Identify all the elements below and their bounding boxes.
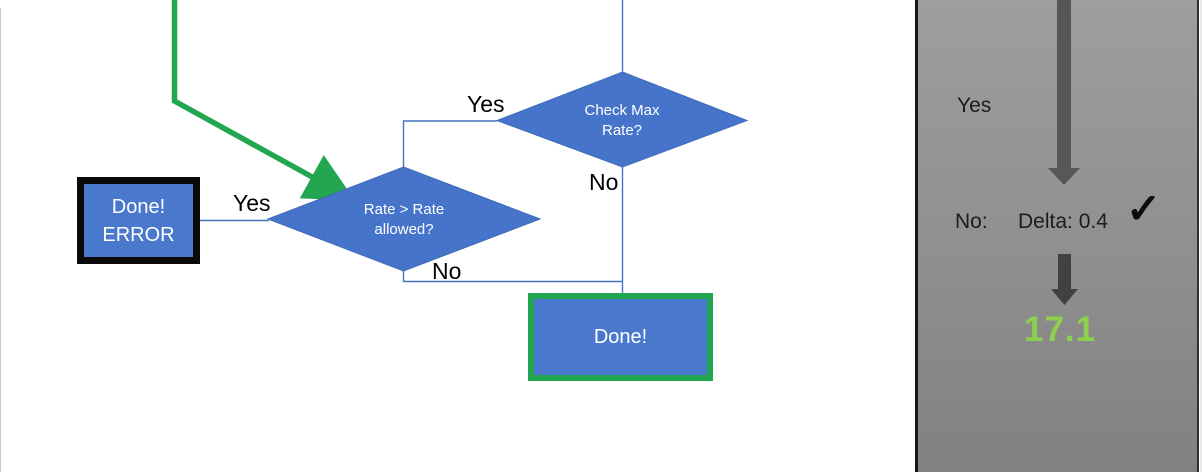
panel-yes-label: Yes bbox=[957, 94, 992, 117]
done-error-box: Done! ERROR bbox=[77, 177, 200, 264]
branch-label-no-check-max: No bbox=[589, 169, 619, 195]
panel-delta-label: Delta: 0.4 bbox=[1018, 210, 1108, 233]
panel-no-label: No: bbox=[955, 210, 988, 233]
result-value: 17.1 bbox=[1024, 310, 1097, 349]
branch-label-yes-check-max: Yes bbox=[467, 91, 505, 117]
green-flow-arrow bbox=[171, 0, 356, 201]
branch-label-no-rate-allowed: No bbox=[432, 258, 462, 284]
checkmark-icon: ✓ bbox=[1126, 185, 1162, 232]
diamond-check-max-rate-label: Check Max Rate? bbox=[584, 102, 660, 139]
side-panel bbox=[915, 0, 1199, 472]
branch-label-yes-rate-allowed: Yes bbox=[233, 190, 271, 216]
panel-right-gap bbox=[1200, 0, 1202, 472]
slide-left-edge bbox=[0, 8, 1, 472]
diamond-rate-allowed-label: Rate > Rate allowed? bbox=[363, 201, 445, 238]
connector-lines bbox=[199, 0, 624, 294]
done-box: Done! bbox=[528, 293, 713, 381]
